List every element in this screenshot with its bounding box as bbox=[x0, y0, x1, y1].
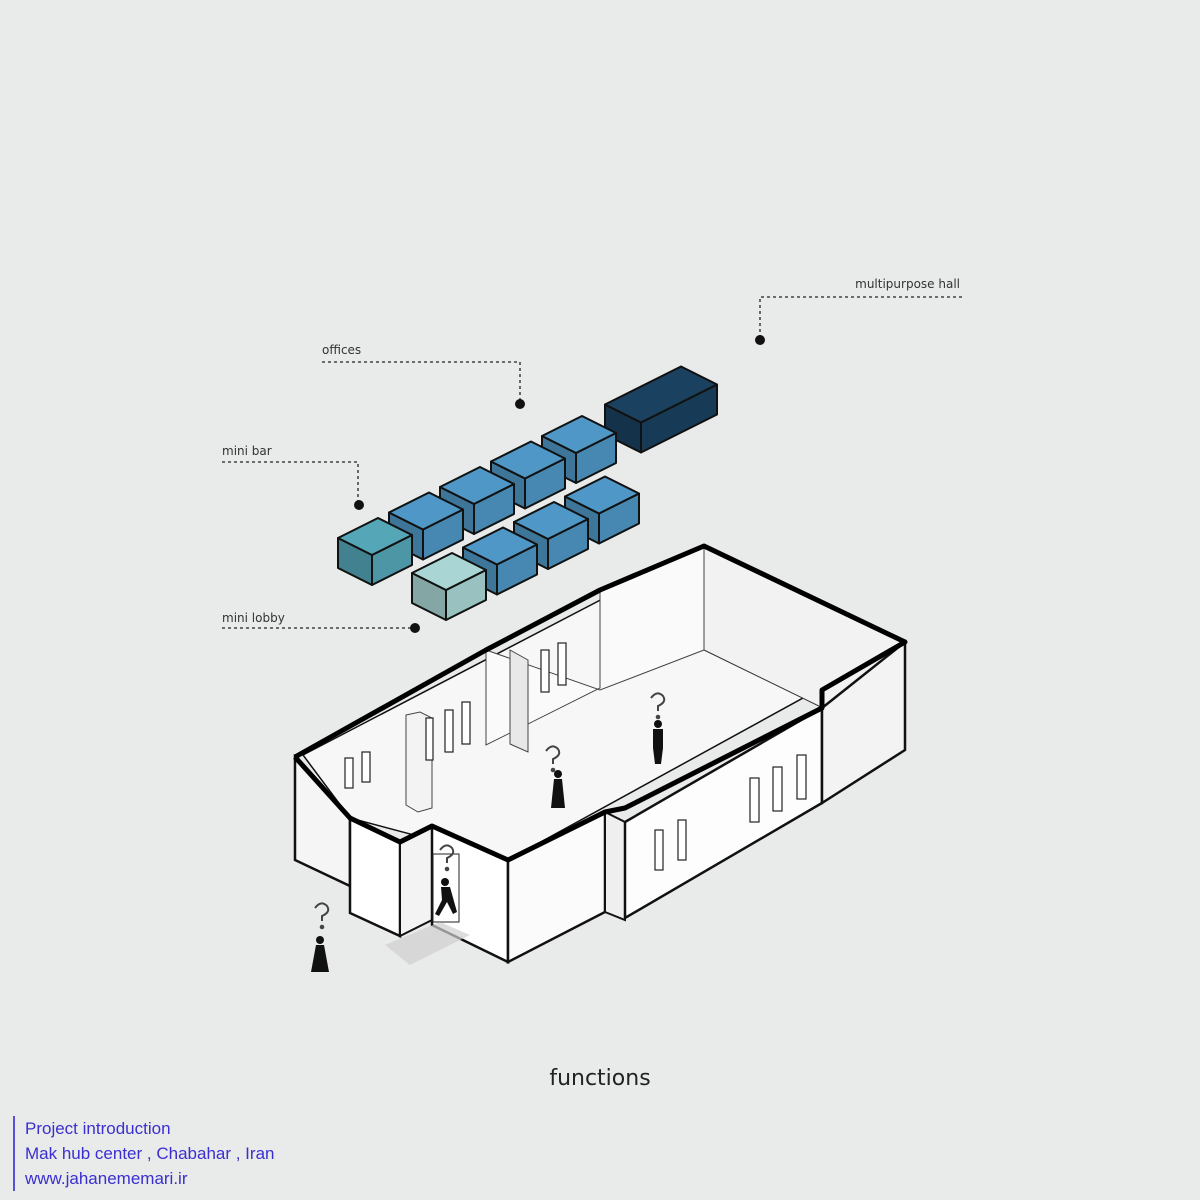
people bbox=[311, 720, 663, 972]
question-marks bbox=[314, 692, 666, 930]
door-shadow bbox=[385, 922, 470, 965]
label-leaders bbox=[222, 296, 962, 629]
credits: Project introduction Mak hub center , Ch… bbox=[13, 1116, 274, 1191]
person-icon bbox=[435, 878, 457, 916]
block-office-top-face bbox=[513, 501, 589, 540]
block-office-top-face bbox=[388, 491, 464, 531]
block-mini-bar bbox=[337, 517, 413, 586]
exterior-right-wall-bay bbox=[604, 810, 626, 922]
leader-multipurpose-hall bbox=[759, 296, 962, 338]
block-office-top-face bbox=[564, 475, 640, 515]
block-office-top-face bbox=[462, 526, 538, 566]
credits-line-location: Mak hub center , Chabahar , Iran bbox=[25, 1144, 275, 1163]
exterior-right-end bbox=[820, 639, 907, 806]
block-mini-lobby-top-face bbox=[411, 552, 487, 591]
block-office-top-face bbox=[541, 415, 617, 454]
credits-line-project: Project introduction bbox=[25, 1119, 171, 1138]
label-mini-lobby: mini lobby bbox=[222, 611, 285, 625]
block-mini-bar-top-face bbox=[337, 517, 413, 556]
building bbox=[293, 543, 908, 972]
label-mini-bar: mini bar bbox=[222, 444, 272, 458]
block-mini-lobby bbox=[411, 552, 487, 621]
block-office-top-face bbox=[490, 440, 566, 480]
person-icon bbox=[311, 936, 329, 972]
function-blocks bbox=[337, 365, 718, 621]
interior-partition bbox=[509, 649, 529, 753]
leader-dots bbox=[354, 335, 765, 633]
question-icon bbox=[650, 692, 666, 711]
question-icon bbox=[314, 902, 330, 921]
question-icon bbox=[545, 745, 561, 764]
label-offices: offices bbox=[322, 343, 361, 357]
person-icon bbox=[653, 720, 663, 764]
block-multipurpose-hall-top-face bbox=[604, 365, 718, 424]
credits-link-website[interactable]: www.jahanememari.ir bbox=[25, 1169, 188, 1188]
block-office-top-face bbox=[439, 466, 515, 505]
diagram-caption: functions bbox=[549, 1066, 651, 1091]
wall-top-outline bbox=[293, 543, 908, 863]
question-icon bbox=[439, 844, 455, 863]
label-multipurpose-hall: multipurpose hall bbox=[855, 277, 960, 291]
windows bbox=[344, 642, 807, 871]
person-icon bbox=[551, 770, 565, 808]
block-multipurpose-hall bbox=[604, 365, 718, 454]
leader-mini-bar bbox=[222, 461, 359, 502]
entry-vestibule-side bbox=[399, 824, 433, 938]
leader-offices bbox=[322, 361, 521, 402]
